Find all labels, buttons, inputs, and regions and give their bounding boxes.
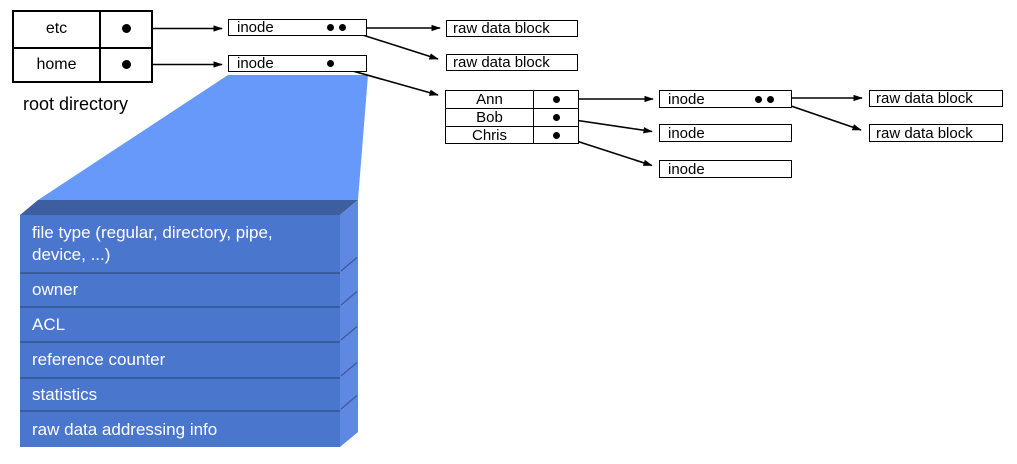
inode-box-etc: inode — [228, 19, 367, 36]
entry-pointer-chris — [534, 126, 578, 144]
inode-box-ann: inode — [659, 90, 792, 108]
inode-structure-stack: file type (regular, directory, pipe, dev… — [20, 215, 340, 447]
entry-pointer-home — [101, 46, 151, 82]
raw-data-block-box: raw data block — [446, 20, 578, 37]
inode-field-raw-data-addressing: raw data addressing info — [20, 410, 340, 447]
inode-stack-side-dividers — [340, 257, 358, 410]
inode-label: inode — [237, 19, 274, 36]
raw-data-block-label: raw data block — [453, 20, 550, 37]
inode-box-chris: inode — [659, 160, 792, 178]
root-directory-caption: root directory — [23, 94, 129, 114]
pointer-bullet-ann — [552, 95, 560, 103]
inode-box-home: inode — [228, 55, 367, 72]
entry-pointer-bob — [534, 108, 578, 126]
inode-field-reference-counter: reference counter — [20, 341, 340, 377]
inode-box-bob: inode — [659, 124, 792, 142]
inode-field-file-type: file type (regular, directory, pipe, dev… — [32, 222, 273, 264]
inode-pointer-bullet — [766, 95, 774, 103]
pointer-bullet-home — [121, 60, 131, 69]
inode-field-acl: ACL — [20, 306, 340, 341]
inode-pointer-bullet — [326, 24, 334, 31]
root-directory-table: etc home — [12, 10, 153, 83]
raw-data-block-box: raw data block — [446, 54, 578, 71]
inode-stack-top-face — [20, 200, 358, 215]
entry-name-home: home — [14, 46, 101, 81]
inode-zoom-funnel — [38, 75, 368, 200]
raw-data-block-box: raw data block — [869, 90, 1003, 107]
entry-name-ann: Ann — [446, 91, 534, 108]
raw-data-block-label: raw data block — [876, 124, 973, 142]
inode-field-statistics: statistics — [20, 377, 340, 410]
raw-data-block-label: raw data block — [876, 90, 973, 107]
inode-stack-side-face — [340, 200, 358, 447]
inode-label: inode — [668, 90, 705, 108]
pointer-bullet-chris — [552, 131, 560, 139]
pointer-bullet-etc — [121, 24, 131, 33]
raw-data-block-label: raw data block — [453, 54, 550, 71]
inode-pointer-bullet — [338, 24, 346, 31]
inode-label: inode — [237, 55, 274, 72]
inode-pointer-bullet — [754, 95, 762, 103]
inode-pointer-bullet — [326, 60, 334, 67]
inode-field-owner: owner — [20, 272, 340, 306]
entry-name-chris: Chris — [446, 126, 534, 144]
raw-data-block-box: raw data block — [869, 124, 1003, 142]
pointer-bullet-bob — [552, 113, 560, 121]
entry-name-bob: Bob — [446, 108, 534, 126]
inode-label: inode — [668, 124, 705, 142]
inode-label: inode — [668, 160, 705, 178]
entry-name-etc: etc — [14, 12, 101, 47]
